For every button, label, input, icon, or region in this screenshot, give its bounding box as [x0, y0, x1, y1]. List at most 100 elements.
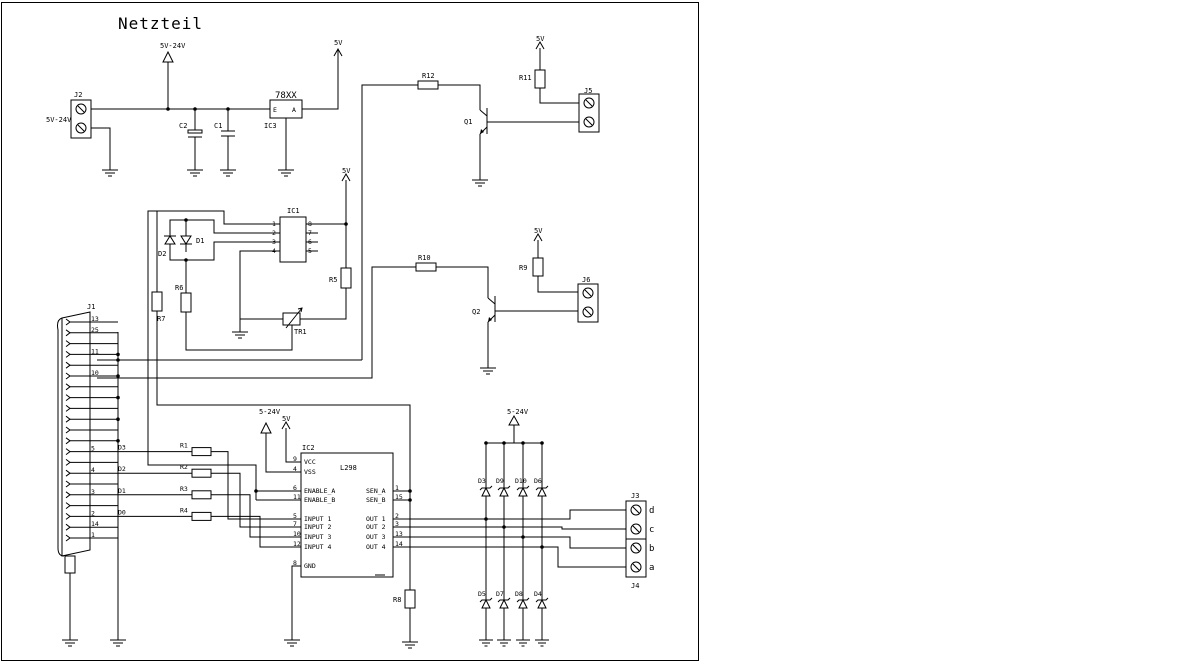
c2-label: C2 [179, 122, 187, 130]
connector-j3-j4: J3 J4 [625, 492, 647, 590]
q1-label: Q1 [464, 118, 472, 126]
svg-text:D10: D10 [515, 477, 527, 485]
j1-pin [65, 340, 118, 348]
svg-text:INPUT 2: INPUT 2 [304, 523, 331, 531]
resistor-label: R1 [180, 442, 188, 450]
svg-text:IC1: IC1 [287, 207, 300, 215]
svg-text:SEN_A: SEN_A [366, 487, 386, 495]
connector-j5: J5 [578, 87, 600, 133]
svg-text:OUT 3: OUT 3 [366, 533, 386, 541]
svg-text:14: 14 [395, 540, 403, 548]
j1-pin-number: 2 [91, 509, 95, 517]
sheet-border [1, 2, 699, 661]
j1-pin-number: 11 [91, 347, 99, 355]
j1-pin [65, 480, 118, 488]
svg-text:5V: 5V [534, 227, 543, 235]
svg-text:D4: D4 [534, 590, 542, 598]
svg-text:D3: D3 [478, 477, 486, 485]
svg-text:11: 11 [293, 493, 301, 501]
vcc-arrow-icon [333, 47, 343, 57]
j1-pin-number: 10 [91, 369, 99, 377]
r6-label: R6 [175, 284, 183, 292]
input-resistor [191, 468, 212, 478]
ground-symbol [102, 169, 118, 177]
ic2-pin: 5 INPUT 1 [293, 512, 331, 523]
r5-label: R5 [329, 276, 337, 284]
resistor-label: R3 [180, 485, 188, 493]
svg-text:INPUT 1: INPUT 1 [304, 515, 331, 523]
j1-pin: 1 [65, 531, 118, 542]
resistor-label: R4 [180, 506, 188, 514]
resistor-label: R2 [180, 463, 188, 471]
r8-label: R8 [393, 596, 401, 604]
j1-pin-number: 1 [91, 531, 95, 539]
j1-pin [65, 394, 118, 402]
bridge-diode [537, 486, 547, 497]
svg-text:INPUT 3: INPUT 3 [304, 533, 331, 541]
svg-text:D5: D5 [478, 590, 486, 598]
svg-text:E: E [273, 106, 277, 114]
svg-text:10: 10 [293, 530, 301, 538]
bridge-diode [499, 486, 509, 497]
j1-pin [65, 361, 118, 369]
j1-pin-number: 13 [91, 315, 99, 323]
driver-ic2: IC2 L298 [300, 444, 394, 578]
r10-label: R10 [418, 254, 431, 262]
c1-label: C1 [214, 122, 222, 130]
svg-text:5V: 5V [536, 35, 545, 43]
r9-label: R9 [519, 264, 527, 272]
svg-text:5V: 5V [282, 415, 291, 423]
svg-text:7: 7 [293, 520, 297, 528]
svg-text:6: 6 [293, 484, 297, 492]
svg-text:8: 8 [293, 559, 297, 567]
j1-pin [65, 502, 118, 510]
svg-text:A: A [292, 106, 296, 114]
svg-text:5: 5 [293, 512, 297, 520]
svg-text:D1: D1 [196, 237, 204, 245]
svg-text:D9: D9 [496, 477, 504, 485]
j1-pin [65, 383, 118, 391]
svg-text:L298: L298 [340, 464, 357, 472]
j1-pin [65, 415, 118, 423]
j1-pin: 3 [65, 488, 118, 499]
j1-pin: 25 [65, 326, 118, 337]
connector-j6: J6 [577, 276, 599, 323]
output-terminal: d [630, 504, 654, 516]
data-line-label: D0 [118, 508, 126, 516]
r12-label: R12 [422, 72, 435, 80]
svg-text:5-24V: 5-24V [259, 408, 281, 416]
svg-text:13: 13 [395, 530, 403, 538]
j1-pin: 4 [65, 466, 118, 477]
bridge-diode [499, 598, 509, 609]
optocoupler-ic1: IC1 1 2 3 4 8 7 6 5 [272, 207, 312, 263]
j1-pin-number: 3 [91, 488, 95, 496]
svg-text:78XX: 78XX [275, 91, 297, 101]
j1-pin [65, 458, 118, 466]
supply-arrow-icon [162, 50, 174, 63]
j1-pin: 2 [65, 509, 118, 520]
svg-text:15: 15 [395, 493, 403, 501]
diode-d1 [180, 235, 192, 245]
svg-text:D6: D6 [534, 477, 542, 485]
svg-text:ENABLE_A: ENABLE_A [304, 487, 335, 495]
input-resistor [191, 490, 212, 500]
output-label: d [649, 506, 654, 516]
j2-label: J2 [74, 91, 82, 99]
svg-text:D2: D2 [158, 250, 166, 258]
output-terminal: c [630, 523, 654, 535]
svg-text:ENABLE_B: ENABLE_B [304, 496, 335, 504]
j1-pin: 14 [65, 520, 118, 531]
input-resistor [191, 511, 212, 521]
output-label: b [649, 544, 654, 554]
svg-text:5-24V: 5-24V [507, 408, 529, 416]
trimmer-tr1 [282, 312, 301, 326]
output-label: a [649, 563, 654, 573]
output-terminal: a [630, 561, 654, 573]
input-resistor [191, 447, 212, 457]
data-line-label: D2 [118, 465, 126, 473]
